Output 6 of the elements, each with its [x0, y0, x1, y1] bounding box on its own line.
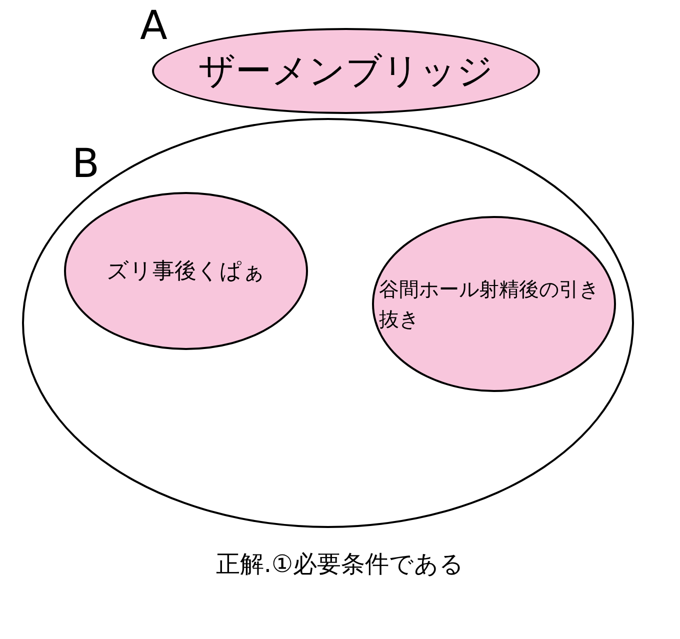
- node-text: ズリ事後くぱぁ: [106, 258, 266, 286]
- set-letter: B: [72, 144, 100, 184]
- node-text: 谷間ホール射精後の引き抜き: [379, 276, 600, 333]
- caption: 正解.①必要条件である: [214, 549, 466, 580]
- node-text: ザーメンブリッジ: [198, 50, 494, 94]
- set-letter: A: [140, 6, 168, 46]
